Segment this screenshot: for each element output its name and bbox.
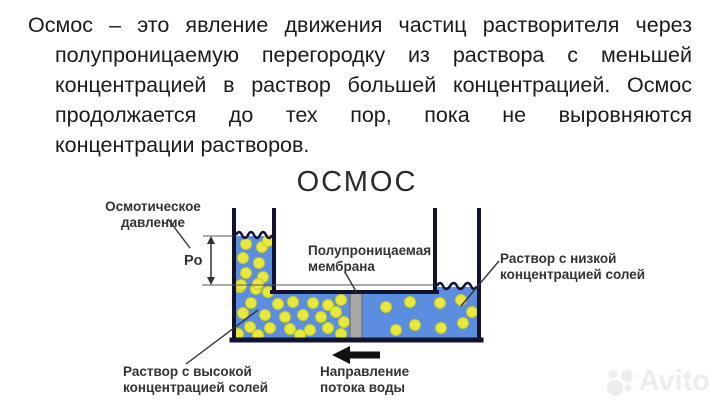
paragraph-line: продолжается до тех пор, пока не выровня… bbox=[55, 103, 692, 127]
paragraph-line: концентрации растворов. bbox=[55, 133, 310, 157]
paragraph-line: концентрацией в раствор большей концентр… bbox=[55, 73, 692, 97]
osmotic-pressure-label: Осмотическое давление bbox=[93, 199, 213, 231]
watermark: Avito bbox=[606, 365, 710, 398]
membrane-label: Полупроницаемая мембрана bbox=[308, 243, 431, 275]
label-pointer-lines bbox=[167, 218, 500, 365]
particles-left_channel bbox=[232, 278, 350, 341]
low-concentration-label: Раствор с низкой концентрацией солей bbox=[500, 251, 645, 283]
osmotic-pressure-label-line: давление bbox=[120, 215, 186, 230]
particles-left_column bbox=[234, 235, 274, 295]
flow-direction-arrow bbox=[332, 346, 380, 364]
high-concentration-label-line: Раствор с высокой bbox=[123, 364, 252, 379]
paragraph-line: полупроницаемую перегородку из раствора … bbox=[55, 43, 692, 67]
high-concentration-label: Раствор с высокой концентрацией солей bbox=[123, 364, 268, 396]
po-pressure-arrow bbox=[207, 236, 215, 285]
flow-direction-label-line: Направление bbox=[320, 364, 410, 379]
flow-direction-label-line: потока воды bbox=[320, 380, 406, 395]
membrane-label-line: мембрана bbox=[308, 259, 375, 274]
paragraph-line: Осмос – это явление движения частиц раст… bbox=[28, 13, 692, 37]
diagram-title: ОСМОС bbox=[296, 166, 418, 198]
flow-direction-label: Направление потока воды bbox=[320, 364, 409, 396]
container-walls bbox=[229, 208, 484, 343]
avito-logo-icon bbox=[606, 369, 633, 396]
osmotic-pressure-label-line: Осмотическое bbox=[105, 199, 201, 214]
particles-right_channel bbox=[380, 294, 478, 336]
membrane-label-line: Полупроницаемая bbox=[308, 243, 432, 258]
low-concentration-label-line: Раствор с низкой bbox=[500, 251, 617, 266]
watermark-text: Avito bbox=[638, 365, 710, 397]
po-label: Po bbox=[184, 253, 203, 269]
high-concentration-label-line: концентрацией солей bbox=[123, 380, 269, 395]
osmosis-definition-paragraph: Осмос – это явление движения частиц раст… bbox=[0, 10, 720, 160]
membrane bbox=[349, 292, 363, 339]
low-concentration-label-line: концентрацией солей bbox=[500, 267, 646, 282]
